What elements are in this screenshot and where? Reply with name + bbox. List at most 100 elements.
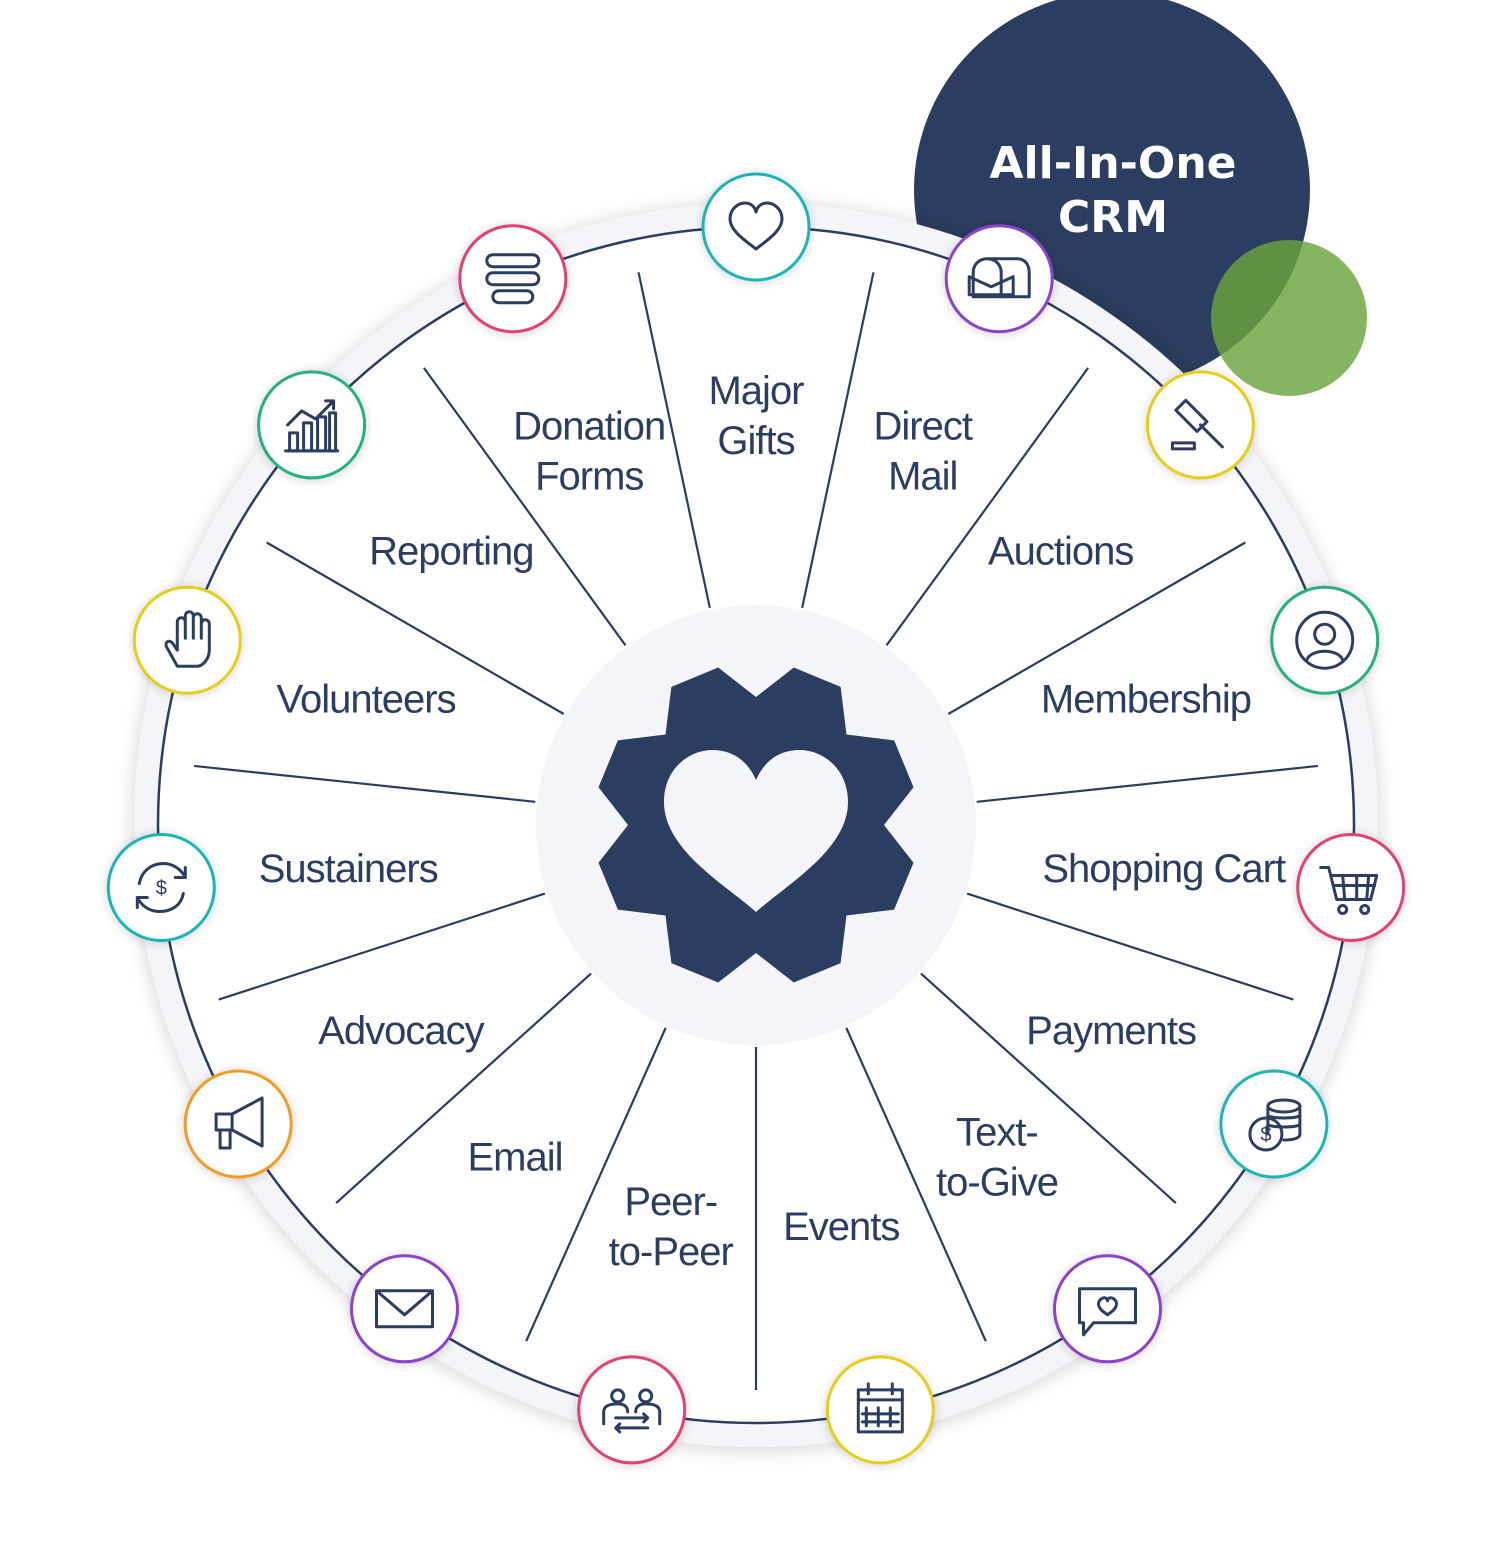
segment-label-line: Membership — [1041, 677, 1251, 721]
badge-title-line2: CRM — [1058, 192, 1168, 243]
cart-icon — [1319, 866, 1379, 915]
segment-icon-badge — [132, 585, 242, 695]
segment-label-line: to-Give — [936, 1161, 1058, 1205]
spoke-line — [885, 367, 1089, 647]
icon-ring — [350, 1254, 459, 1364]
segment-label-line: Major — [708, 369, 804, 413]
segment-label-line: Payments — [1026, 1009, 1196, 1053]
segment-label: Events — [783, 1205, 899, 1249]
spoke-line — [218, 892, 546, 1001]
segment-label-line: Forms — [535, 454, 643, 498]
segment-icon-badge: $ — [1219, 1069, 1329, 1179]
segment-label: Shopping Cart — [1042, 847, 1286, 891]
segment-label: Sustainers — [259, 847, 438, 891]
icon-ring — [458, 224, 568, 334]
spoke-line — [423, 367, 627, 647]
icon-ring — [701, 172, 811, 282]
svg-text:$: $ — [1260, 1124, 1271, 1146]
segment-label-line: Auctions — [988, 530, 1133, 574]
spoke-line — [976, 764, 1319, 803]
segment-icon-badge — [1270, 585, 1380, 695]
gavel-icon — [1170, 398, 1224, 451]
segment-label-line: Sustainers — [259, 847, 438, 891]
envelope-icon — [375, 1289, 434, 1329]
segment-label-line: Advocacy — [318, 1009, 484, 1053]
icon-ring — [1053, 1254, 1162, 1364]
segment-label-line: Donation — [513, 404, 665, 448]
segment-icon-badge: $ — [106, 833, 216, 942]
segment-label: Payments — [1026, 1009, 1196, 1053]
badge-accent-circle — [1211, 240, 1367, 396]
segment-icon-badge — [825, 1355, 935, 1465]
heart-icon — [728, 201, 784, 251]
segment-icon-badge — [257, 370, 367, 480]
icon-ring — [1219, 1069, 1329, 1179]
spoke-line — [637, 272, 711, 609]
segment-label-line: Direct — [874, 404, 973, 448]
segment-icon-badge — [458, 224, 568, 334]
segment-label-line: Shopping Cart — [1042, 847, 1286, 891]
segment-label-line: to-Peer — [609, 1230, 734, 1274]
segment-label: Advocacy — [318, 1009, 484, 1053]
segment-label-line: Volunteers — [277, 677, 456, 721]
user-icon — [1295, 610, 1355, 670]
segment-label: Auctions — [988, 530, 1133, 574]
icon-ring — [825, 1355, 935, 1465]
hand-icon — [164, 610, 211, 668]
segment-label-line: Text- — [956, 1111, 1038, 1155]
megaphone-icon — [214, 1096, 264, 1150]
segment-icon-badge — [944, 224, 1054, 334]
coins-icon: $ — [1248, 1098, 1302, 1152]
center-hub — [536, 605, 976, 1045]
spoke-line — [525, 1027, 667, 1342]
icon-ring — [577, 1355, 687, 1465]
mailbox-icon — [967, 257, 1031, 299]
badge-title-line1: All-In-One — [989, 138, 1236, 189]
gear-heart-icon — [598, 667, 914, 983]
form-icon — [485, 253, 541, 305]
segment-label-line: Gifts — [717, 419, 794, 463]
segment-label-line: Email — [467, 1136, 562, 1180]
calendar-icon — [856, 1382, 904, 1434]
segment-label: Email — [467, 1136, 562, 1180]
spoke-line — [920, 972, 1177, 1204]
segment-icon-badge — [577, 1355, 687, 1465]
icon-ring — [106, 833, 216, 942]
icon-ring — [183, 1069, 293, 1179]
icon-ring — [944, 224, 1054, 334]
segment-label: Membership — [1041, 677, 1251, 721]
spoke-line — [193, 764, 536, 803]
peer-exchange-icon — [602, 1388, 662, 1434]
segment-icon-badge — [1145, 370, 1255, 480]
chat-heart-icon — [1078, 1287, 1137, 1337]
segment-label: Reporting — [369, 530, 533, 574]
segment-icons: $$ — [106, 172, 1406, 1465]
segment-icon-badge — [701, 172, 811, 282]
spoke-line — [845, 1027, 987, 1342]
svg-text:$: $ — [156, 878, 167, 900]
spoke-line — [335, 972, 592, 1204]
spoke-line — [966, 892, 1294, 1001]
segment-icon-badge — [350, 1254, 459, 1364]
segment-icon-badge — [1053, 1254, 1162, 1364]
spoke-line — [947, 541, 1246, 715]
segment-label-line: Mail — [888, 454, 957, 498]
gear-shape — [598, 667, 914, 983]
recurring-dollar-icon: $ — [135, 862, 187, 913]
icon-ring — [1296, 833, 1406, 942]
segment-label: Peer-to-Peer — [609, 1180, 734, 1274]
segment-label-line: Reporting — [369, 530, 533, 574]
chart-icon — [284, 399, 340, 453]
segment-icon-badge — [183, 1069, 293, 1179]
icon-ring — [132, 585, 242, 695]
spoke-line — [801, 272, 875, 609]
wheel-spokes — [193, 272, 1319, 1390]
segment-label-line: Events — [783, 1205, 899, 1249]
icon-ring — [1270, 585, 1380, 695]
segment-label: Volunteers — [277, 677, 456, 721]
